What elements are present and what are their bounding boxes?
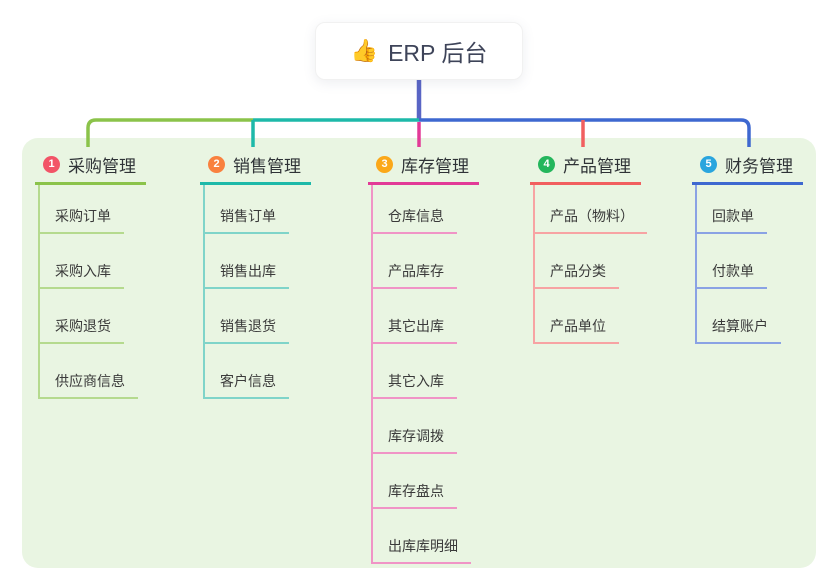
branch-3-children: 仓库信息产品库存其它出库其它入库库存调拨库存盘点出库库明细 bbox=[371, 185, 479, 564]
branch-2-child-2[interactable]: 销售出库 bbox=[203, 234, 289, 289]
thumbs-up-icon: 👍 bbox=[350, 38, 379, 63]
branch-1-child-2[interactable]: 采购入库 bbox=[38, 234, 124, 289]
child-label: 回款单 bbox=[712, 208, 754, 224]
branch-1-index-badge: 1 bbox=[43, 156, 60, 173]
branch-4: 4 产品管理产品（物料） 产品分类产品单位 bbox=[530, 150, 647, 344]
branch-3-child-6[interactable]: 库存盘点 bbox=[371, 454, 457, 509]
child-label: 付款单 bbox=[712, 263, 754, 279]
branch-title-label: 销售管理 bbox=[233, 157, 301, 176]
branch-3-title-node[interactable]: 3 库存管理 bbox=[368, 150, 479, 185]
child-label: 供应商信息 bbox=[55, 373, 125, 389]
branch-title-label: 采购管理 bbox=[68, 157, 136, 176]
branch-4-index-badge: 4 bbox=[538, 156, 555, 173]
branch-3-child-2[interactable]: 产品库存 bbox=[371, 234, 457, 289]
child-label: 其它入库 bbox=[388, 373, 444, 389]
branch-5-child-1[interactable]: 回款单 bbox=[695, 185, 767, 234]
branch-2-title-node[interactable]: 2 销售管理 bbox=[200, 150, 311, 185]
branch-5-child-2[interactable]: 付款单 bbox=[695, 234, 767, 289]
branch-5-children: 回款单付款单结算账户 bbox=[695, 185, 803, 344]
branches-panel bbox=[22, 138, 816, 568]
branch-2-children: 销售订单销售出库销售退货客户信息 bbox=[203, 185, 311, 399]
child-label: 销售订单 bbox=[220, 208, 276, 224]
branch-5: 5 财务管理回款单付款单结算账户 bbox=[692, 150, 803, 344]
child-label: 库存盘点 bbox=[388, 483, 444, 499]
branch-2-child-1[interactable]: 销售订单 bbox=[203, 185, 289, 234]
branch-3-child-4[interactable]: 其它入库 bbox=[371, 344, 457, 399]
child-label: 产品单位 bbox=[550, 318, 606, 334]
branch-1-child-4[interactable]: 供应商信息 bbox=[38, 344, 138, 399]
child-label: 产品库存 bbox=[388, 263, 444, 279]
mindmap-root-node[interactable]: 👍 ERP 后台 bbox=[315, 22, 523, 80]
branch-title-label: 产品管理 bbox=[563, 157, 631, 176]
branch-title-label: 财务管理 bbox=[725, 157, 793, 176]
child-label: 采购退货 bbox=[55, 318, 111, 334]
child-label: 产品（物料） bbox=[550, 208, 634, 224]
branch-4-child-2[interactable]: 产品分类 bbox=[533, 234, 619, 289]
branch-4-child-3[interactable]: 产品单位 bbox=[533, 289, 619, 344]
branch-1-child-1[interactable]: 采购订单 bbox=[38, 185, 124, 234]
branch-1: 1 采购管理采购订单采购入库采购退货供应商信息 bbox=[35, 150, 146, 399]
branch-4-child-1[interactable]: 产品（物料） bbox=[533, 185, 647, 234]
branch-3-child-1[interactable]: 仓库信息 bbox=[371, 185, 457, 234]
child-label: 其它出库 bbox=[388, 318, 444, 334]
branch-3: 3 库存管理仓库信息产品库存其它出库其它入库库存调拨库存盘点出库库明细 bbox=[368, 150, 479, 564]
branch-2-child-4[interactable]: 客户信息 bbox=[203, 344, 289, 399]
child-label: 销售出库 bbox=[220, 263, 276, 279]
branch-5-index-badge: 5 bbox=[700, 156, 717, 173]
child-label: 库存调拨 bbox=[388, 428, 444, 444]
child-label: 产品分类 bbox=[550, 263, 606, 279]
branch-3-child-5[interactable]: 库存调拨 bbox=[371, 399, 457, 454]
child-label: 出库库明细 bbox=[388, 538, 458, 554]
branch-3-child-7[interactable]: 出库库明细 bbox=[371, 509, 471, 564]
branch-1-child-3[interactable]: 采购退货 bbox=[38, 289, 124, 344]
branch-4-children: 产品（物料） 产品分类产品单位 bbox=[533, 185, 647, 344]
branch-2-child-3[interactable]: 销售退货 bbox=[203, 289, 289, 344]
branch-3-child-3[interactable]: 其它出库 bbox=[371, 289, 457, 344]
child-label: 销售退货 bbox=[220, 318, 276, 334]
branch-2-index-badge: 2 bbox=[208, 156, 225, 173]
branch-4-title-node[interactable]: 4 产品管理 bbox=[530, 150, 641, 185]
child-label: 客户信息 bbox=[220, 373, 276, 389]
branch-5-title-node[interactable]: 5 财务管理 bbox=[692, 150, 803, 185]
branch-title-label: 库存管理 bbox=[401, 157, 469, 176]
branch-2: 2 销售管理销售订单销售出库销售退货客户信息 bbox=[200, 150, 311, 399]
branch-1-children: 采购订单采购入库采购退货供应商信息 bbox=[38, 185, 146, 399]
child-label: 结算账户 bbox=[712, 318, 768, 334]
branch-5-child-3[interactable]: 结算账户 bbox=[695, 289, 781, 344]
branch-3-index-badge: 3 bbox=[376, 156, 393, 173]
branch-1-title-node[interactable]: 1 采购管理 bbox=[35, 150, 146, 185]
child-label: 采购入库 bbox=[55, 263, 111, 279]
child-label: 采购订单 bbox=[55, 208, 111, 224]
root-label: ERP 后台 bbox=[388, 40, 488, 66]
child-label: 仓库信息 bbox=[388, 208, 444, 224]
